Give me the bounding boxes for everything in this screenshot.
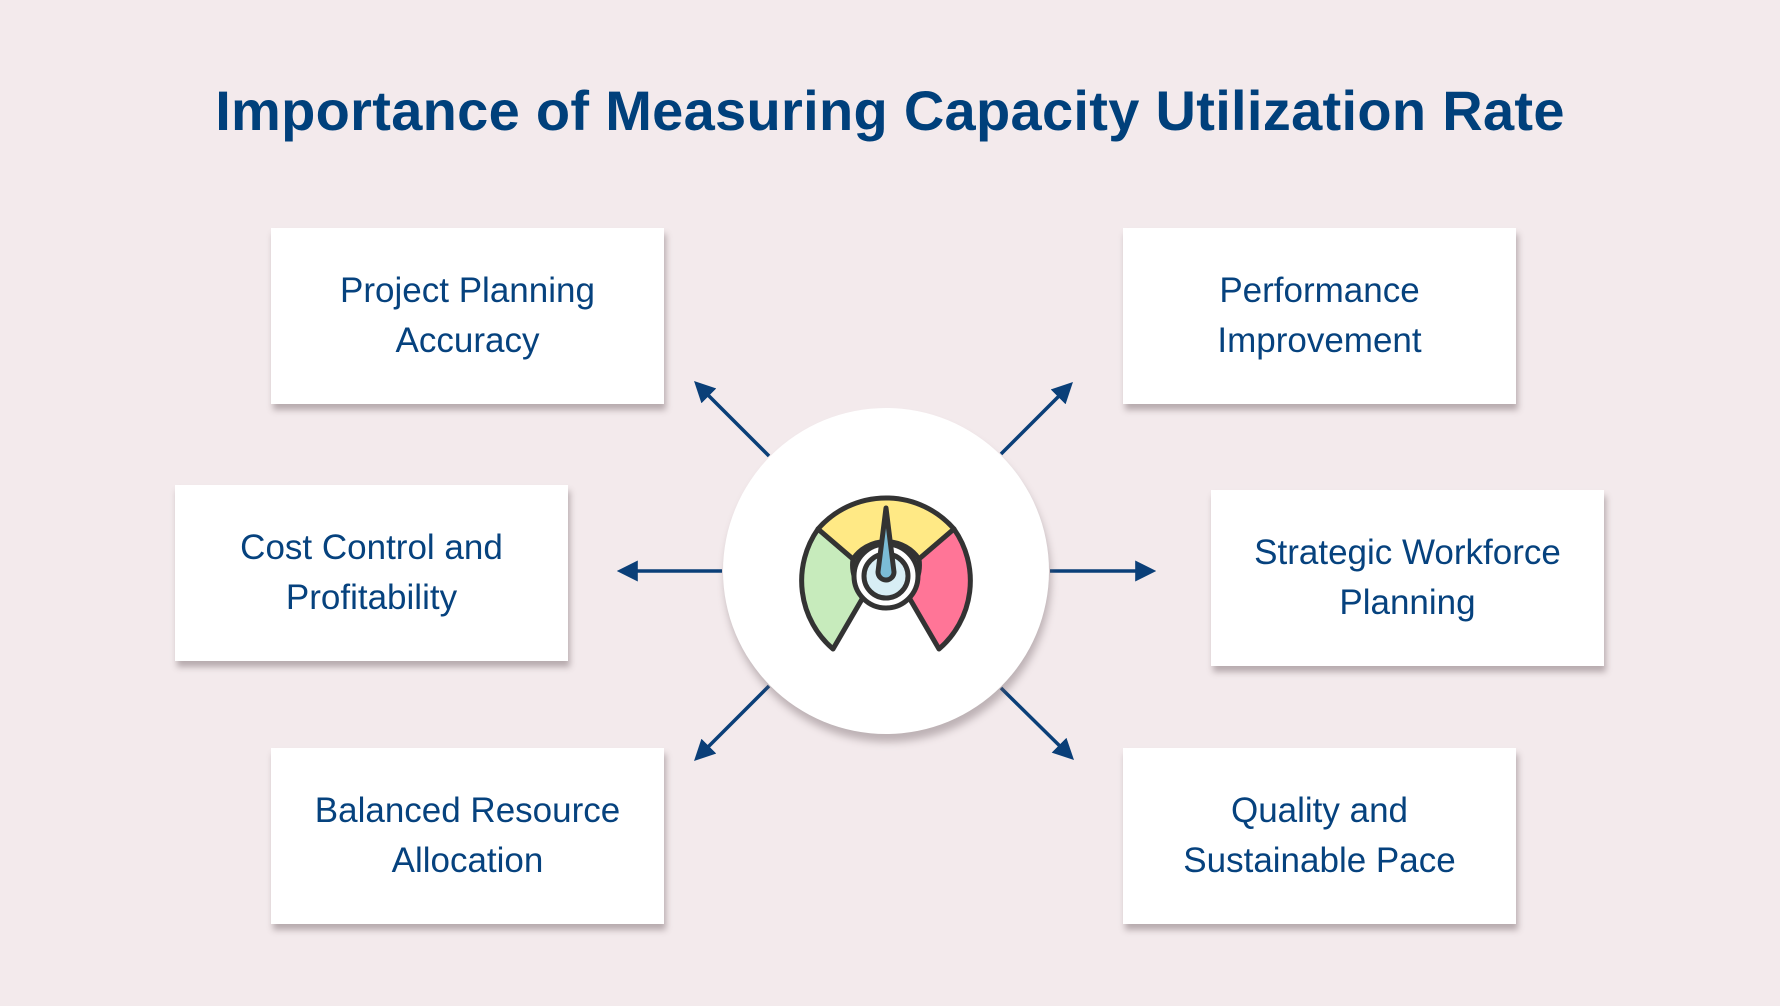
page-title: Importance of Measuring Capacity Utiliza…	[215, 79, 1565, 142]
item-label: Balanced Resource Allocation	[314, 791, 621, 880]
item-project-planning-accuracy: Project Planning Accuracy	[271, 228, 664, 404]
item-label: Performance Improvement	[1217, 271, 1422, 360]
item-label: Cost Control and Profitability	[240, 528, 503, 617]
item-performance-improvement: Performance Improvement	[1123, 228, 1516, 404]
item-label: Project Planning Accuracy	[340, 271, 595, 360]
item-balanced-resource-allocation: Balanced Resource Allocation	[271, 748, 664, 924]
arrow-bottom-right	[999, 686, 1074, 760]
item-quality-sustainable-pace: Quality and Sustainable Pace	[1123, 748, 1516, 924]
item-cost-control-profitability: Cost Control and Profitability	[175, 485, 568, 661]
item-strategic-workforce-planning: Strategic Workforce Planning	[1211, 490, 1604, 666]
speedometer-gauge-icon	[799, 495, 973, 652]
item-label: Strategic Workforce Planning	[1254, 533, 1561, 622]
item-label: Quality and Sustainable Pace	[1183, 791, 1456, 880]
arrow-top-right	[999, 382, 1073, 456]
arrow-top-left	[694, 381, 771, 458]
arrow-bottom-left	[694, 684, 771, 761]
